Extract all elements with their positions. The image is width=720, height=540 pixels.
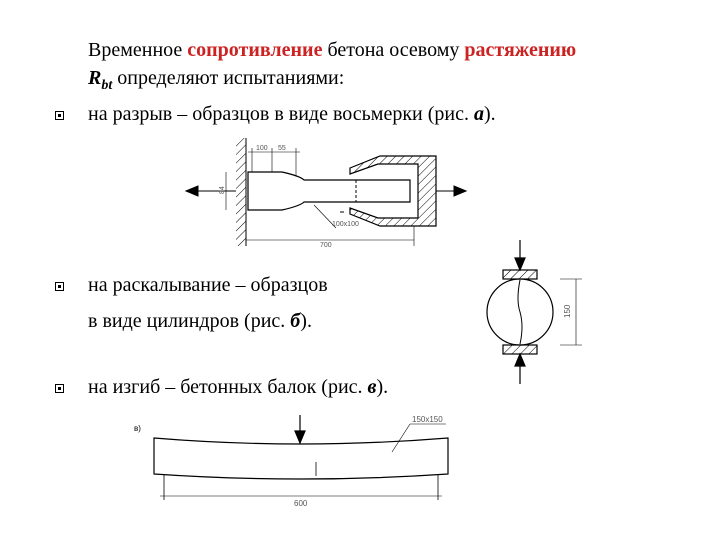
fig-a-left-wall [236, 138, 246, 246]
intro-line-2: Rbt определяют испытаниями: [88, 66, 344, 98]
rbt-symbol: Rbt [88, 67, 113, 93]
fig-a-specimen [247, 171, 411, 211]
bullet-2-icon [55, 282, 64, 291]
fig-a-dim-84: 84 [219, 186, 226, 194]
fig-c-label: в) [134, 424, 141, 433]
highlight-soprotivlenie: сопротивление [187, 39, 323, 61]
figure-c [153, 415, 449, 500]
fig-c-dim-600: 600 [294, 499, 308, 508]
intro-part1: Временное [88, 39, 188, 61]
bullet-1-icon [55, 111, 64, 120]
bullet-3-icon [55, 384, 64, 393]
fig-a-dim-100: 100 [256, 145, 268, 152]
fig-c-beam [153, 437, 449, 480]
bullet-1-text: на разрыв – образцов в виде восьмерки (р… [88, 103, 496, 125]
fig-c-dim-150x150: 150x150 [412, 415, 443, 424]
fig-a-grip [349, 155, 437, 227]
bullet-2-line-2: в виде цилиндров (рис. б). [88, 310, 312, 332]
figure-a [184, 138, 468, 246]
fig-a-dim-100x100: 100x100 [332, 221, 359, 228]
fig-b-top-plate [502, 269, 538, 280]
fig-b-dim-150: 150 [563, 304, 572, 318]
intro-line-1: Временное сопротивление бетона осевому р… [88, 38, 576, 62]
fig-b-crack [517, 279, 523, 345]
bullet-3-text: на изгиб – бетонных балок (рис. в). [88, 376, 389, 398]
fig-a-dim-700: 700 [320, 242, 332, 249]
intro-part3: определяют испытаниями: [112, 67, 345, 89]
bullet-2-line-1: на раскалывание – образцов [88, 274, 328, 296]
figure-b [486, 240, 582, 384]
intro-part2: бетона осевому [322, 39, 465, 61]
highlight-rastyazheniyu: растяжению [464, 39, 577, 61]
fig-a-dim-55: 55 [278, 145, 286, 152]
